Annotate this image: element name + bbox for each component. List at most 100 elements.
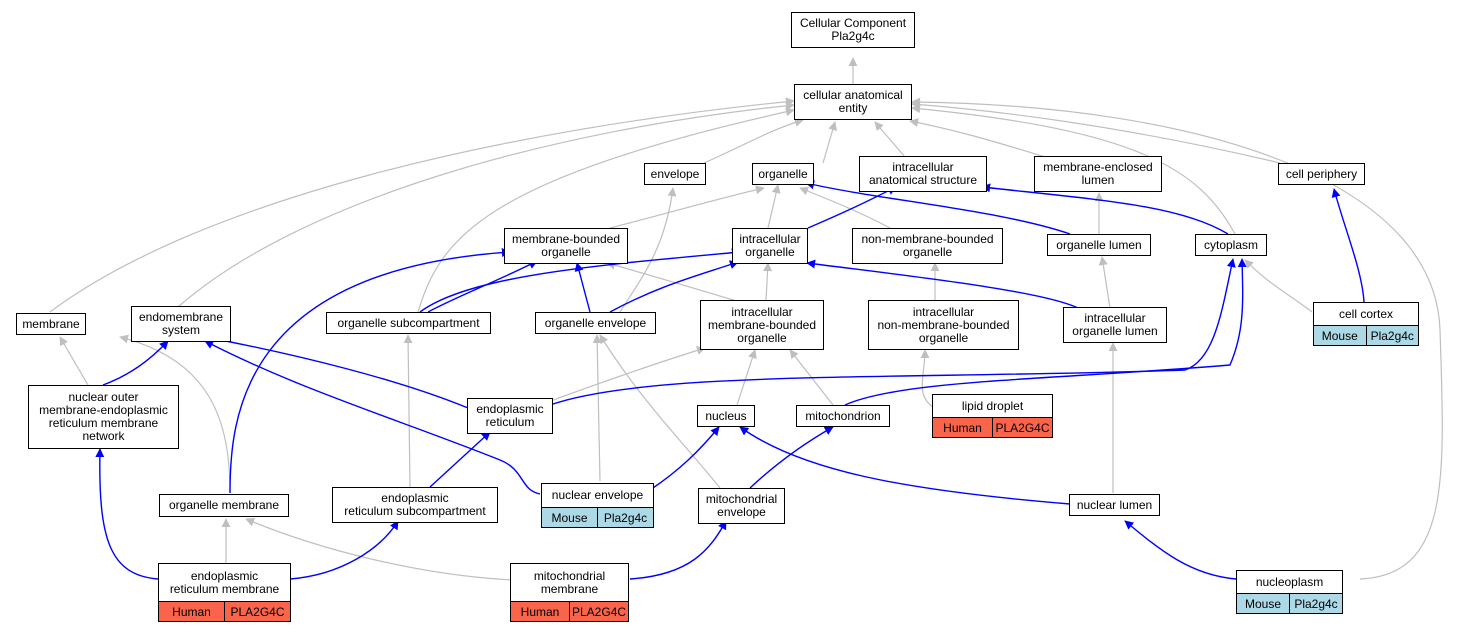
edge — [245, 517, 513, 581]
edge — [119, 334, 231, 494]
node-nuclear-envelope[interactable]: nuclear envelope Mouse Pla2g4c — [541, 483, 654, 528]
species-label: Human — [172, 604, 211, 619]
node-endoplasmic-reticulum[interactable]: endoplasmic reticulum — [467, 398, 553, 434]
edge — [429, 431, 491, 488]
node-membrane-bounded-organelle[interactable]: membrane-bounded organelle — [504, 228, 628, 264]
node-mitochondrial-envelope[interactable]: mitochondrial envelope — [698, 488, 785, 524]
edge — [911, 100, 1281, 164]
edge — [981, 183, 1229, 235]
edge — [739, 426, 1071, 505]
edge — [177, 101, 795, 308]
node-endomembrane-system[interactable]: endomembrane system — [131, 306, 231, 342]
node-er-subcompartment[interactable]: endoplasmic reticulum subcompartment — [332, 487, 498, 523]
species-label: Mouse — [551, 510, 588, 525]
node-membrane-enclosed-lumen[interactable]: membrane-enclosed lumen — [1034, 156, 1162, 192]
gene-label: PLA2G4C — [224, 602, 290, 621]
node-mitochondrial-membrane[interactable]: mitochondrial membrane Human PLA2G4C — [510, 563, 629, 622]
edge — [204, 334, 469, 409]
edge — [419, 248, 741, 313]
node-mitochondrion[interactable]: mitochondrion — [796, 405, 890, 427]
edge — [807, 186, 897, 229]
node-organelle-subcompartment[interactable]: organelle subcompartment — [326, 312, 491, 334]
node-intracellular-organelle-lumen[interactable]: intracellular organelle lumen — [1063, 307, 1167, 343]
edge — [911, 104, 1236, 235]
node-label: lipid droplet — [933, 395, 1052, 418]
node-intracellular-organelle[interactable]: intracellular organelle — [732, 228, 808, 264]
edge — [1124, 520, 1237, 580]
edge — [805, 180, 1071, 235]
node-label: endoplasmic reticulum membrane — [159, 564, 290, 602]
edge — [417, 107, 795, 313]
edge — [799, 186, 891, 229]
edge — [574, 262, 591, 313]
node-envelope[interactable]: envelope — [644, 163, 706, 185]
node-nucleus[interactable]: nucleus — [697, 405, 755, 427]
edge — [619, 187, 677, 313]
species-label: Mouse — [1244, 596, 1282, 611]
node-organelle-lumen[interactable]: organelle lumen — [1047, 234, 1151, 256]
species-label: Human — [943, 420, 982, 435]
edge — [95, 448, 159, 580]
node-cytoplasm[interactable]: cytoplasm — [1195, 234, 1267, 256]
species-label: Human — [520, 604, 560, 619]
edge — [592, 334, 602, 482]
edge — [204, 340, 541, 495]
edge — [1244, 259, 1313, 313]
edge — [749, 426, 834, 489]
edge — [822, 121, 838, 164]
edge — [49, 97, 795, 313]
node-intracellular-anatomical-structure[interactable]: intracellular anatomical structure — [859, 156, 987, 192]
edge — [736, 349, 757, 406]
node-nuclear-lumen[interactable]: nuclear lumen — [1069, 494, 1160, 516]
edge — [102, 340, 169, 386]
node-intracellular-non-membrane-bounded-organelle[interactable]: intracellular non-membrane-bounded organ… — [868, 300, 1019, 350]
edge — [806, 259, 1079, 309]
edge — [649, 426, 720, 491]
edge — [767, 184, 781, 229]
edge — [1331, 188, 1365, 303]
node-label: cell cortex — [1314, 303, 1418, 326]
edge — [229, 248, 511, 494]
edge — [609, 260, 739, 313]
edge — [909, 118, 1046, 158]
node-organelle-envelope[interactable]: organelle envelope — [535, 312, 656, 334]
edge — [609, 185, 765, 229]
node-cell-periphery[interactable]: cell periphery — [1278, 163, 1365, 185]
edge — [703, 118, 804, 164]
node-label: nucleoplasm — [1237, 571, 1342, 594]
gene-label: Pla2g4c — [597, 508, 653, 527]
edge — [549, 258, 1236, 406]
node-label: nuclear envelope — [542, 484, 653, 508]
node-intracellular-membrane-bounded-organelle[interactable]: intracellular membrane-bounded organelle — [700, 300, 824, 350]
node-non-membrane-bounded-organelle[interactable]: non-membrane-bounded organelle — [852, 228, 1003, 264]
gene-label: PLA2G4C — [569, 602, 628, 621]
edge — [403, 334, 413, 488]
gene-label: Pla2g4c — [1365, 326, 1419, 345]
node-nucleoplasm[interactable]: nucleoplasm Mouse Pla2g4c — [1236, 570, 1343, 614]
edge — [606, 260, 741, 303]
edge — [289, 520, 399, 580]
edge — [874, 121, 906, 158]
edge — [844, 258, 1247, 406]
node-root[interactable]: Cellular Component Pla2g4c — [791, 12, 915, 48]
node-er-membrane[interactable]: endoplasmic reticulum membrane Human PLA2… — [158, 563, 291, 622]
gene-label: Pla2g4c — [1289, 594, 1342, 613]
node-label: mitochondrial membrane — [511, 564, 628, 602]
node-organelle-membrane[interactable]: organelle membrane — [159, 494, 289, 517]
edge — [629, 520, 727, 580]
edge — [920, 349, 934, 408]
node-membrane[interactable]: membrane — [16, 313, 86, 335]
species-label: Mouse — [1321, 328, 1358, 343]
edge — [911, 97, 1443, 580]
edge — [539, 346, 706, 406]
node-organelle[interactable]: organelle — [752, 163, 814, 185]
edge — [599, 334, 721, 489]
edge — [427, 260, 538, 313]
edge — [763, 262, 773, 301]
node-cell-cortex[interactable]: cell cortex Mouse Pla2g4c — [1313, 302, 1419, 346]
edge — [59, 336, 89, 386]
node-cellular-anatomical-entity[interactable]: cellular anatomical entity — [794, 84, 912, 120]
node-nuclear-outer-membrane-er-network[interactable]: nuclear outer membrane-endoplasmic retic… — [28, 385, 179, 449]
